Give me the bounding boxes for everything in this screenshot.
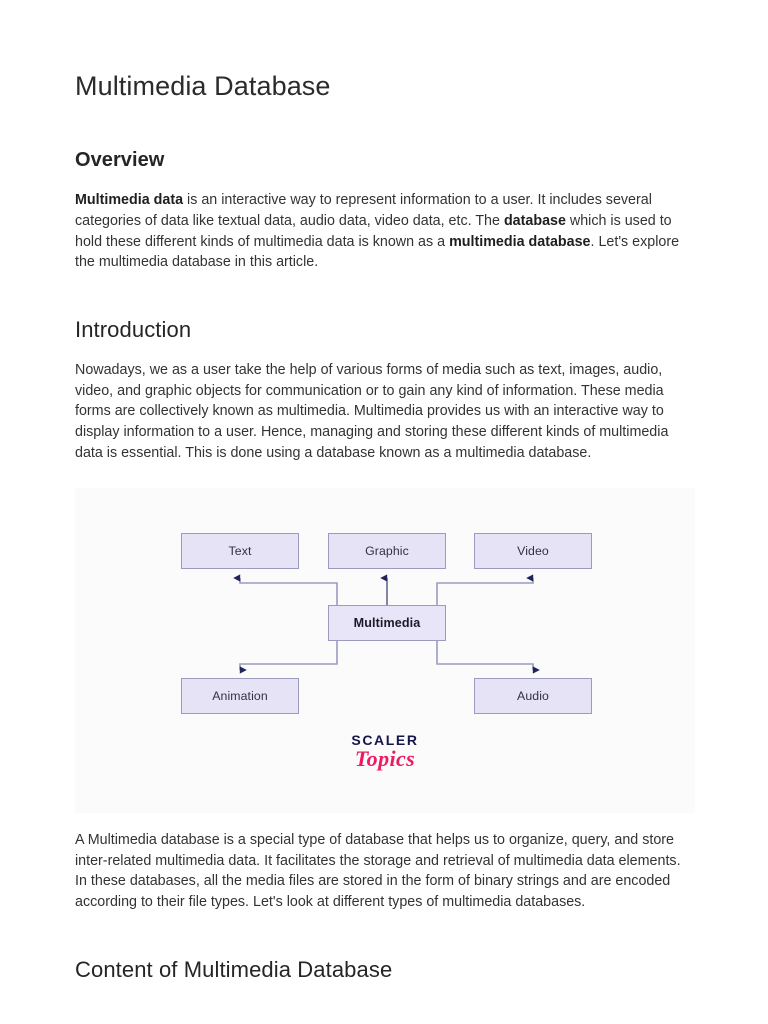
connector-multimedia-to-video (436, 574, 534, 606)
page-title: Multimedia Database (75, 71, 331, 101)
scaler-topics-logo: SCALER Topics (75, 733, 695, 770)
diagram-node-text-label: Text (228, 544, 252, 559)
overview-paragraph: Multimedia data is an interactive way to… (75, 173, 695, 272)
diagram-node-video: Video (474, 533, 592, 570)
document-content: Multimedia Database Overview Multimedia … (75, 0, 695, 983)
diagram-node-video-label: Video (517, 544, 549, 559)
introduction-paragraph: Nowadays, we as a user take the help of … (75, 362, 669, 461)
post-figure-paragraph: A Multimedia database is a special type … (75, 832, 681, 911)
overview-bold-database: database (503, 212, 566, 229)
diagram-node-multimedia: Multimedia (328, 605, 446, 642)
multimedia-diagram: Text Graphic Video Multimedia Animation … (75, 488, 695, 748)
diagram-node-audio-label: Audio (517, 689, 549, 704)
multimedia-diagram-figure: Text Graphic Video Multimedia Animation … (75, 488, 695, 814)
diagram-node-multimedia-label: Multimedia (353, 616, 421, 631)
overview-bold-multimedia-data: Multimedia data (75, 192, 184, 209)
section-heading-introduction: Introduction (75, 316, 192, 342)
logo-topics-text: Topics (354, 746, 416, 772)
overview-text-2: which is used to hold these different ki… (75, 212, 672, 250)
diagram-node-text: Text (181, 533, 299, 570)
diagram-node-graphic: Graphic (328, 533, 446, 570)
overview-bold-multimedia-database: multimedia database (449, 233, 591, 250)
connector-multimedia-to-audio (436, 641, 540, 674)
overview-text-1: is an interactive way to represent infor… (75, 192, 652, 229)
diagram-node-audio: Audio (474, 678, 592, 715)
diagram-node-animation-label: Animation (212, 689, 268, 704)
diagram-node-animation: Animation (181, 678, 299, 715)
diagram-connectors (233, 574, 540, 674)
section-heading-overview: Overview (75, 149, 165, 172)
logo-scaler-text: SCALER (351, 732, 419, 749)
connector-multimedia-to-animation (239, 641, 338, 674)
section-heading-content: Content of Multimedia Database (75, 956, 393, 982)
connector-multimedia-to-text (233, 574, 338, 606)
overview-text-3: . Let's explore the multimedia database … (75, 233, 680, 271)
diagram-node-graphic-label: Graphic (365, 544, 409, 559)
